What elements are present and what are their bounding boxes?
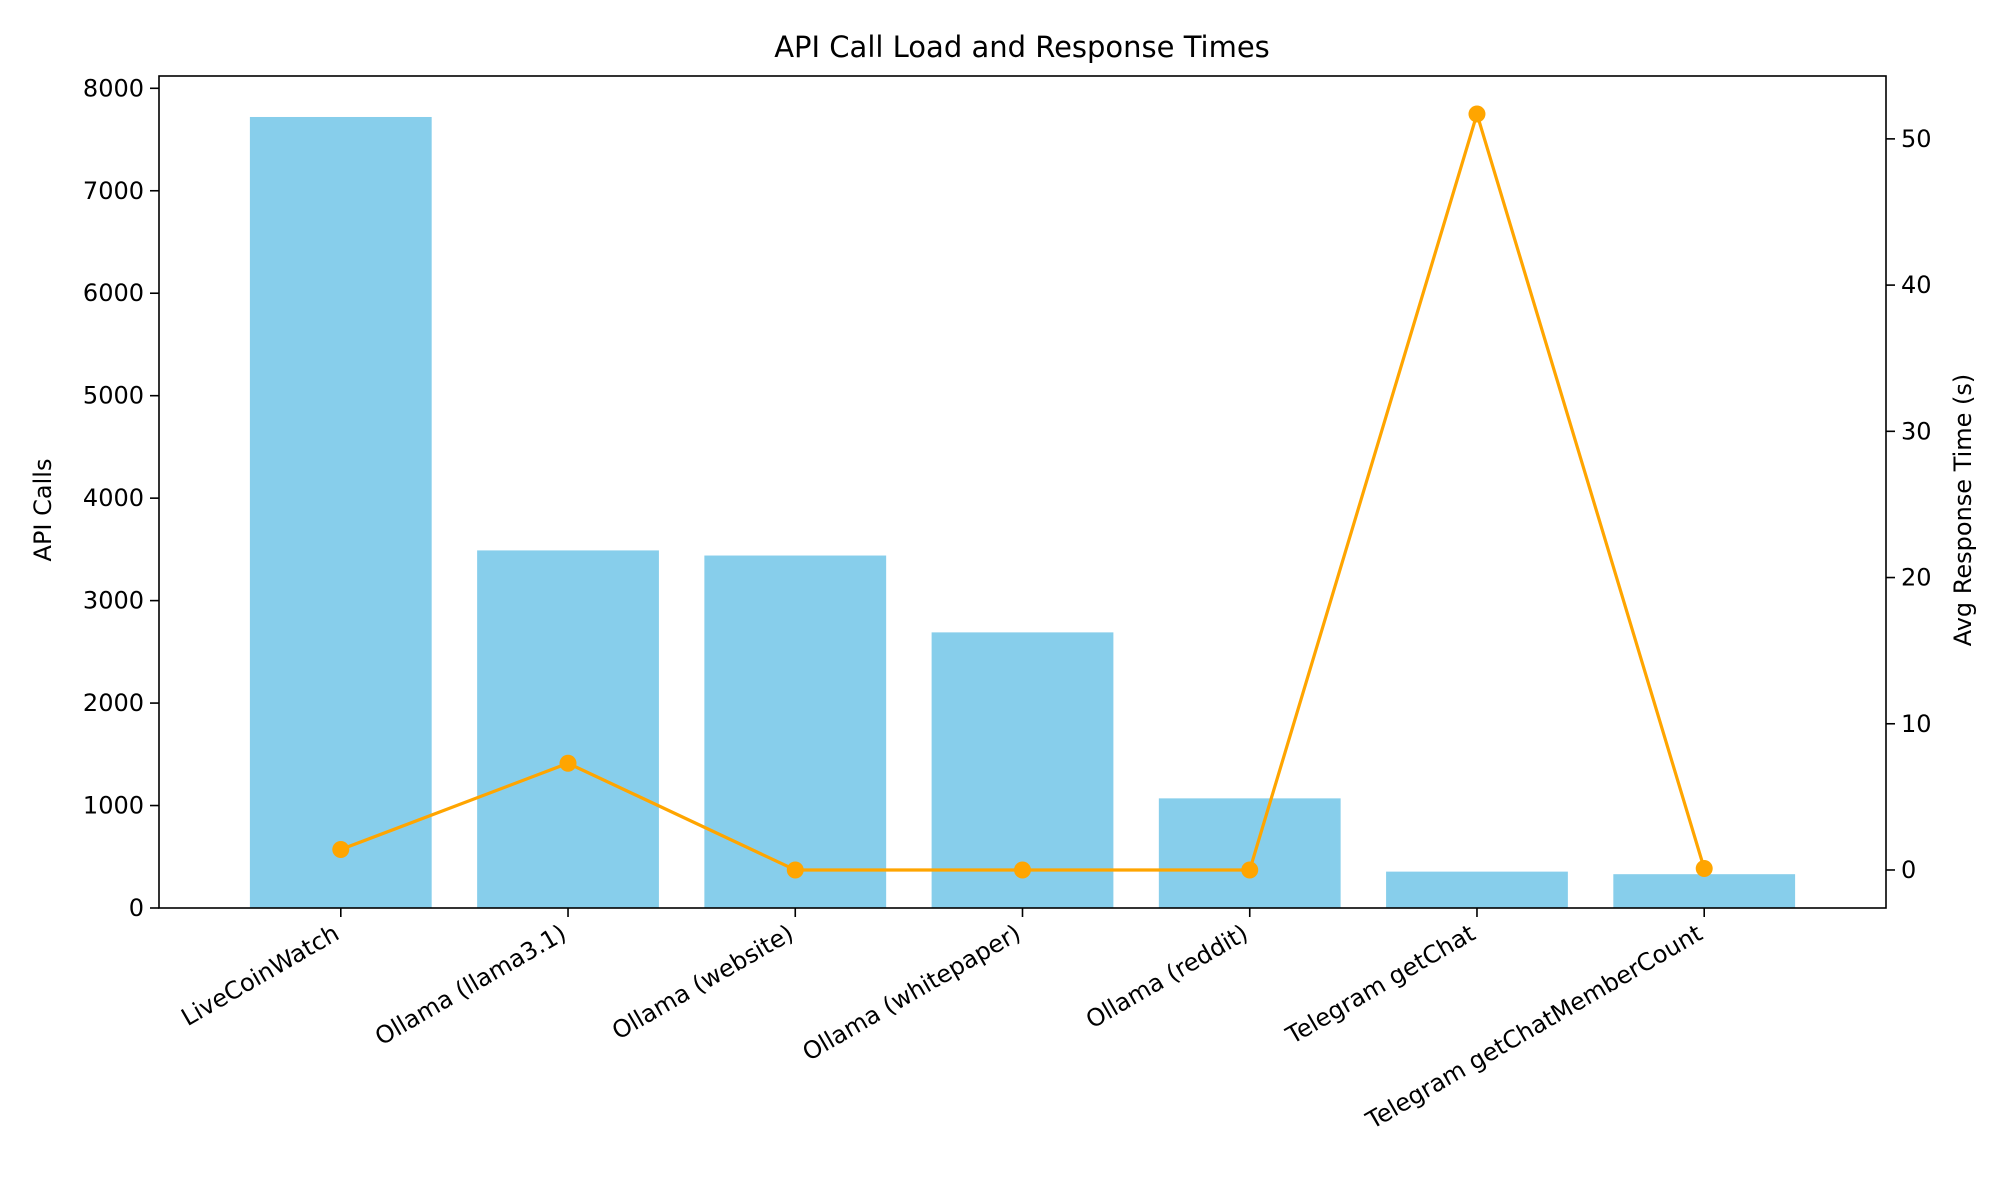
left-tick-label: 6000 (83, 279, 144, 307)
left-tick-label: 4000 (83, 484, 144, 512)
bar-ollama-llama3-1 (477, 550, 659, 908)
x-tick-label-ollama-reddit: Ollama (reddit) (1081, 919, 1253, 1034)
bar-telegram-getchatmembercount (1613, 874, 1796, 908)
right-tick-label: 50 (1901, 125, 1932, 153)
left-tick-label: 3000 (83, 587, 144, 615)
bar-telegram-getchat (1386, 871, 1568, 908)
left-tick-label: 7000 (83, 177, 144, 205)
right-tick-label: 40 (1901, 271, 1932, 299)
left-tick-label: 0 (129, 894, 144, 922)
x-tick-label-ollama-website: Ollama (website) (607, 919, 798, 1045)
left-tick-label: 2000 (83, 689, 144, 717)
right-tick-label: 0 (1901, 856, 1916, 884)
bar-ollama-reddit (1158, 798, 1341, 908)
line-point-livecoinwatch (332, 841, 350, 859)
line-point-ollama-llama3-1 (559, 754, 577, 772)
y-axis-label-right: Avg Response Time (s) (1949, 374, 1977, 647)
right-tick-label: 20 (1901, 564, 1932, 592)
left-tick-label: 1000 (83, 792, 144, 820)
bar-ollama-website (704, 555, 887, 908)
right-tick-group: 0 10 20 30 40 50 (1886, 125, 1932, 884)
line-point-telegram-getchatmembercount (1695, 860, 1713, 878)
line-point-ollama-whitepaper (1014, 861, 1031, 879)
chart-title: API Call Load and Response Times (774, 30, 1270, 64)
right-tick-label: 30 (1901, 417, 1932, 445)
right-tick-label: 10 (1901, 710, 1932, 738)
line-point-ollama-website (786, 861, 804, 879)
left-tick-label: 5000 (83, 382, 144, 410)
left-tick-group: 0 1000 2000 3000 4000 5000 6000 7000 8000 (83, 74, 159, 922)
bars-layer (249, 116, 1796, 908)
line-point-ollama-reddit (1241, 861, 1259, 879)
line-layer (332, 105, 1713, 879)
x-tick-label-ollama-llama3-1: Ollama (llama3.1) (370, 919, 571, 1051)
x-tick-label-telegram-getchat: Telegram getChat (1281, 919, 1480, 1050)
x-tick-label-livecoinwatch: LiveCoinWatch (176, 919, 343, 1032)
y-axis-label-left: API Calls (29, 459, 57, 562)
left-tick-label: 8000 (83, 74, 144, 102)
x-tick-label-ollama-whitepaper: Ollama (whitepaper) (798, 919, 1026, 1067)
line-point-telegram-getchat (1468, 105, 1486, 123)
bar-livecoinwatch (249, 116, 432, 908)
